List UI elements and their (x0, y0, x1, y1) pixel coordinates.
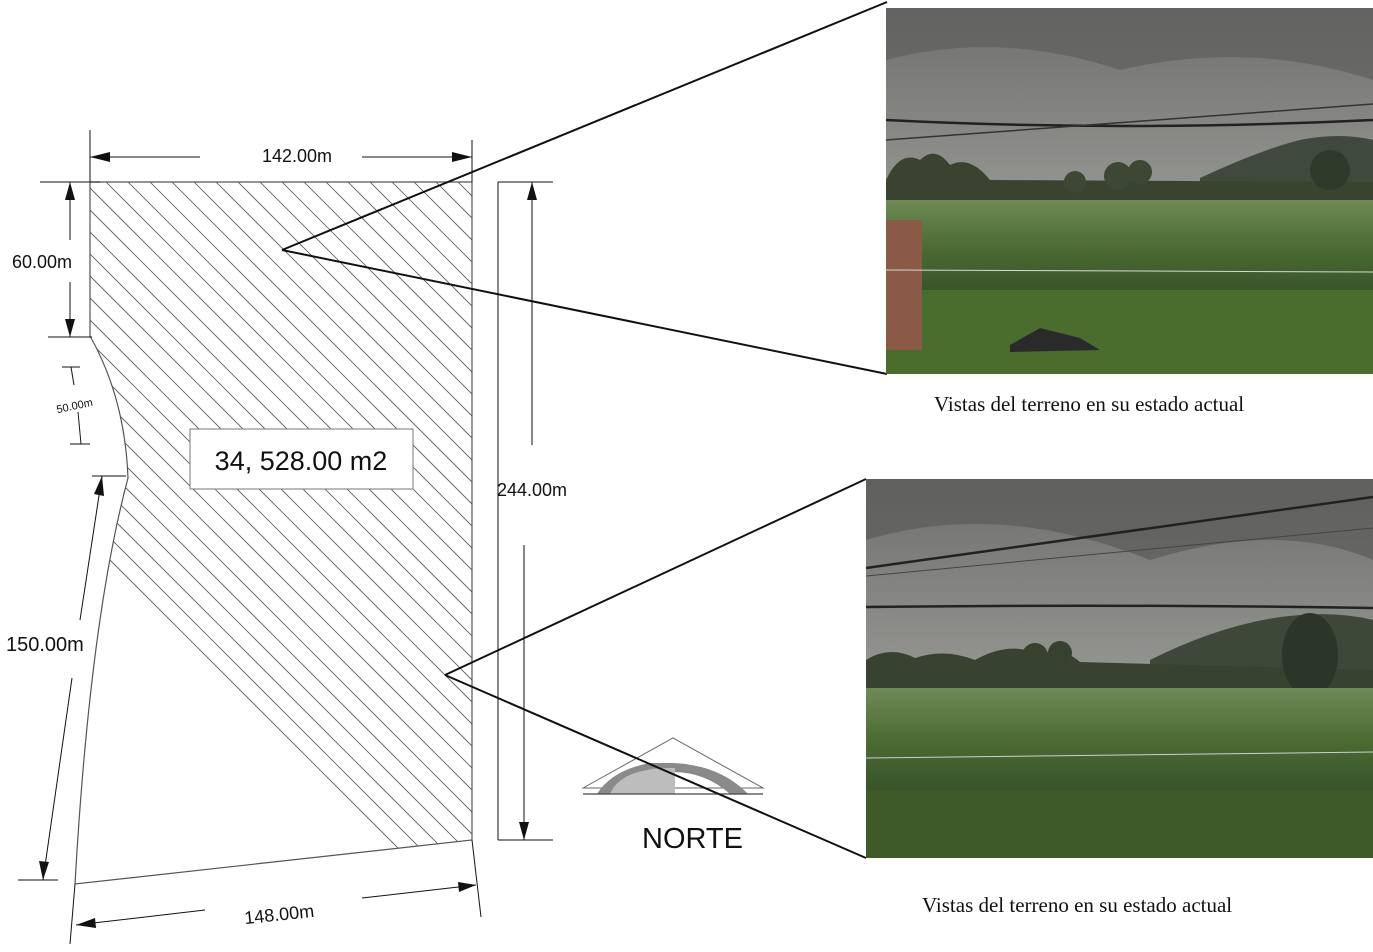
hatch-line (95, 182, 472, 884)
lot-hatch (75, 182, 472, 884)
hatch-line (75, 182, 472, 884)
hatch-line (75, 182, 472, 884)
lot-outline (74, 181, 473, 885)
hatch-line (75, 182, 472, 884)
hatch-line (139, 182, 472, 884)
hatch-line (183, 182, 472, 884)
left-upper-label: 60.00m (12, 252, 72, 272)
hatch-line (75, 182, 472, 884)
hatch-line (315, 182, 472, 884)
curve-dimension (62, 366, 90, 445)
curve-label: 50.00m (56, 397, 94, 416)
left-lower-label: 150.00m (6, 634, 84, 656)
area-label-box (189, 428, 414, 490)
hatch-line (75, 182, 472, 884)
top-width-label: 142.00m (262, 146, 332, 166)
callout-lines (281, 1, 888, 859)
north-label: NORTE (642, 823, 743, 855)
left-lower-dimension (18, 475, 126, 881)
area-label: 34, 528.00 m2 (215, 446, 388, 476)
hatch-line (75, 182, 472, 884)
hatch-line (205, 182, 472, 884)
hatch-line (337, 182, 472, 884)
hatch-line (75, 182, 472, 884)
hatch-line (75, 182, 472, 884)
hatch-line (271, 182, 472, 884)
hatch-line (75, 182, 472, 884)
photo-2-caption: Vistas del terreno en su estado actual (922, 893, 1233, 917)
bottom-dimension (69, 839, 482, 945)
left-upper-dimension (40, 181, 100, 338)
north-arrow-symbol (581, 737, 765, 795)
photo-1-caption: Vistas del terreno en su estado actual (934, 392, 1245, 416)
hatch-line (75, 182, 472, 884)
field-photo-1 (886, 8, 1373, 374)
hatch-line (75, 182, 472, 884)
field-photo-2 (866, 479, 1373, 858)
hatch-line (161, 182, 472, 884)
hatch-line (75, 182, 472, 884)
hatch-line (75, 182, 472, 884)
hatch-line (293, 182, 472, 884)
hatch-line (117, 182, 472, 884)
hatch-line (75, 182, 472, 884)
bottom-width-label: 148.00m (243, 901, 315, 928)
right-height-label: 244.00m (497, 480, 567, 500)
hatch-line (227, 182, 472, 884)
hatch-line (249, 182, 472, 884)
right-dimension (497, 181, 553, 841)
hatch-line (75, 182, 472, 884)
top-dimension (89, 130, 473, 182)
hatch-line (75, 182, 472, 884)
